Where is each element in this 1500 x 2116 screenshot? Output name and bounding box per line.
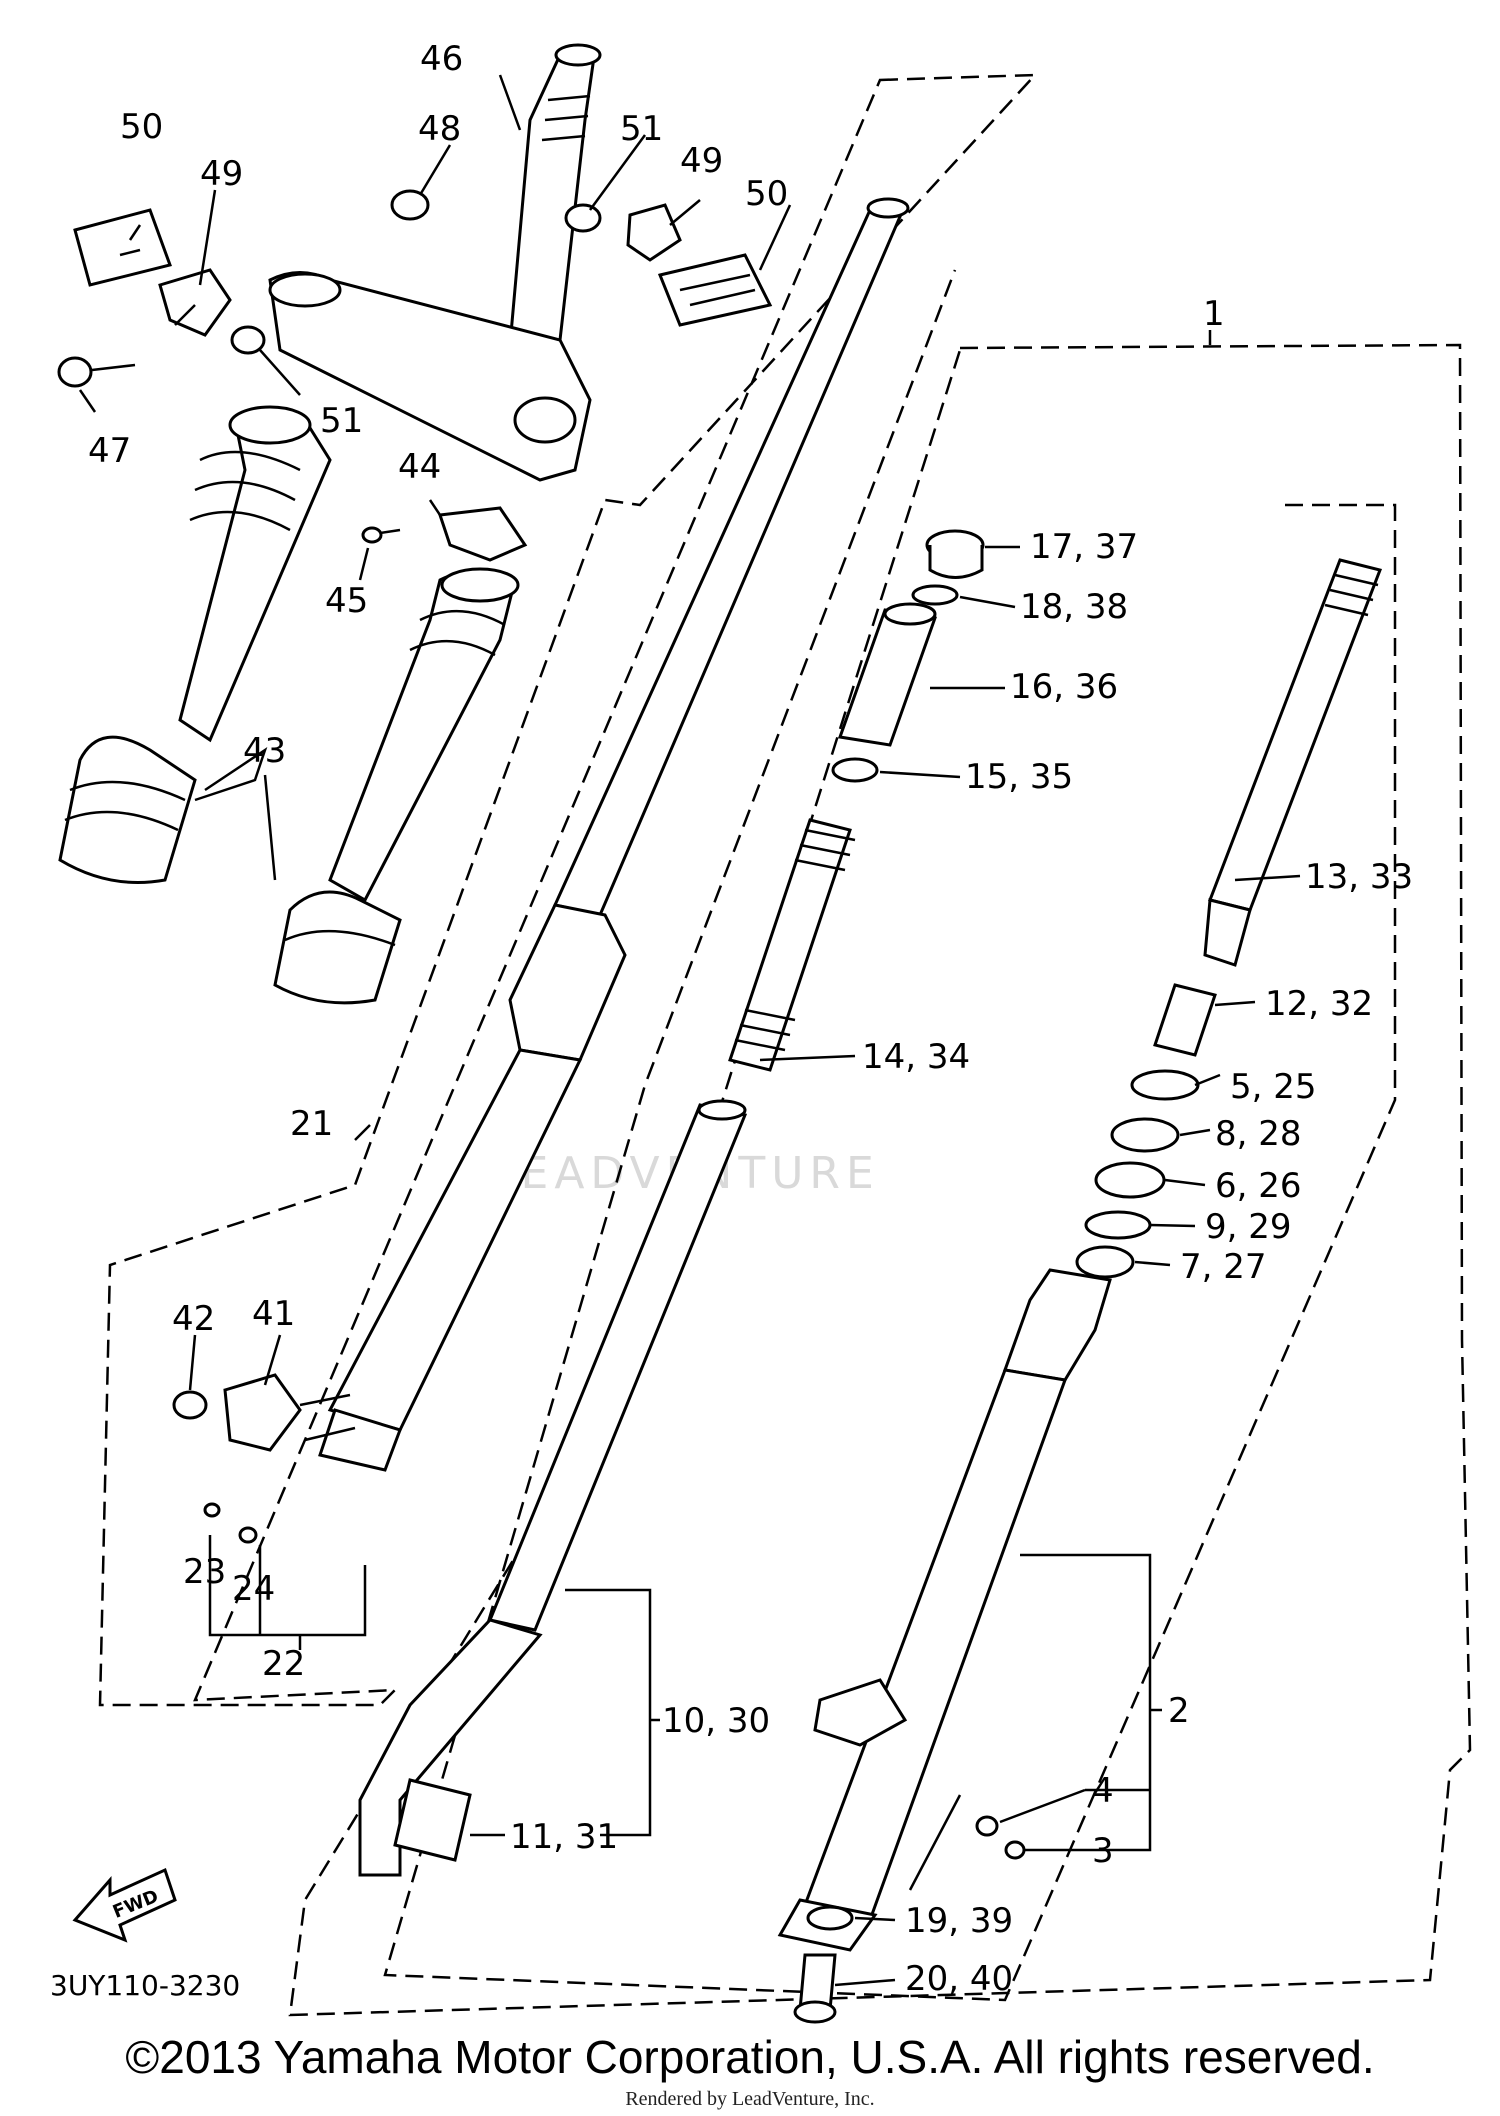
- assembly-boundary-21: [98, 73, 1038, 1707]
- callout-7-27: 7, 27: [1180, 1247, 1267, 1287]
- callout-47: 47: [88, 431, 131, 471]
- washer-19[interactable]: [806, 1905, 854, 1931]
- bushing-7[interactable]: [1075, 1245, 1135, 1279]
- callout-16-36: 16, 36: [1010, 667, 1118, 707]
- nut-51-top[interactable]: [564, 203, 602, 233]
- copyright-notice: ©2013 Yamaha Motor Corporation, U.S.A. A…: [125, 2031, 1375, 2083]
- washer-9[interactable]: [1084, 1210, 1152, 1240]
- dust-seal-5[interactable]: [1130, 1069, 1200, 1101]
- callout-23: 23: [183, 1552, 226, 1592]
- callout-41: 41: [252, 1294, 295, 1334]
- o-ring-18[interactable]: [911, 584, 959, 606]
- callout-51-left: 51: [320, 401, 363, 441]
- washer-24[interactable]: [238, 1526, 258, 1544]
- callout-51-top: 51: [620, 109, 663, 149]
- reflector-50-right[interactable]: [657, 253, 773, 327]
- callout-3: 3: [1092, 1831, 1114, 1871]
- callout-6-26: 6, 26: [1215, 1166, 1302, 1206]
- outer-tube-11[interactable]: [358, 1618, 543, 1877]
- callout-17-37: 17, 37: [1030, 527, 1138, 567]
- callout-5-25: 5, 25: [1230, 1067, 1317, 1107]
- callout-20-40: 20, 40: [905, 1959, 1013, 1999]
- cable-guide-44[interactable]: [437, 506, 528, 562]
- cap-bolt-17[interactable]: [925, 529, 985, 579]
- callout-8-28: 8, 28: [1215, 1114, 1302, 1154]
- callout-15-35: 15, 35: [965, 757, 1073, 797]
- screw-3[interactable]: [1004, 1840, 1026, 1860]
- callout-49-right: 49: [680, 141, 723, 181]
- assembly-boundary-1: [288, 343, 1472, 2017]
- callout-49-left: 49: [200, 154, 243, 194]
- callout-19-39: 19, 39: [905, 1901, 1013, 1941]
- forward-arrow: FWD: [72, 1867, 177, 1943]
- washer-15[interactable]: [831, 757, 879, 783]
- callout-14-34: 14, 34: [862, 1037, 970, 1077]
- callout-42: 42: [172, 1299, 215, 1339]
- callout-4: 4: [1092, 1771, 1114, 1811]
- assembly-boundary-inner-tube: [383, 269, 1397, 2002]
- leader-lines: [78, 74, 1301, 1987]
- callout-50-right: 50: [745, 174, 788, 214]
- inner-tube-10[interactable]: [487, 1099, 748, 1632]
- fork-boot-left[interactable]: [58, 405, 332, 884]
- outer-tube-right[interactable]: [777, 1268, 1112, 1952]
- fork-boot-right[interactable]: [273, 567, 520, 1005]
- spacer-16[interactable]: [837, 602, 938, 747]
- callout-labels: 46 48 51 49 50 50 49 47 51 44 45 43 21 4…: [50, 39, 1413, 2002]
- callout-45: 45: [325, 581, 368, 621]
- fork-spring-14[interactable]: [728, 818, 856, 1072]
- bolt-20[interactable]: [793, 1953, 837, 2024]
- bracket-49-right[interactable]: [626, 203, 682, 262]
- rendered-by-note: Rendered by LeadVenture, Inc.: [625, 2088, 875, 2110]
- callout-1: 1: [1203, 294, 1225, 334]
- callout-18-38: 18, 38: [1020, 587, 1128, 627]
- outer-tube-left[interactable]: [318, 197, 910, 1472]
- callout-24: 24: [232, 1569, 275, 1609]
- callout-50-left: 50: [120, 107, 163, 147]
- oil-seal-6[interactable]: [1094, 1161, 1166, 1199]
- screw-23[interactable]: [203, 1502, 221, 1518]
- callout-9-29: 9, 29: [1205, 1207, 1292, 1247]
- rebound-spring-12[interactable]: [1153, 983, 1217, 1057]
- screw-45[interactable]: [361, 526, 401, 544]
- under-bracket[interactable]: [268, 43, 602, 482]
- callout-22: 22: [262, 1644, 305, 1684]
- callout-46: 46: [420, 39, 463, 79]
- cap-48[interactable]: [390, 189, 430, 221]
- nut-51-left[interactable]: [230, 325, 266, 355]
- callout-48: 48: [418, 109, 461, 149]
- callout-2: 2: [1168, 1691, 1190, 1731]
- callout-44: 44: [398, 447, 441, 487]
- diagram-code: 3UY110-3230: [50, 1969, 240, 2002]
- callout-13-33: 13, 33: [1305, 857, 1413, 897]
- bracket-49-left[interactable]: [158, 268, 232, 337]
- callout-10-30: 10, 30: [662, 1701, 770, 1741]
- callout-43: 43: [243, 731, 286, 771]
- reflector-50-left[interactable]: [73, 208, 172, 287]
- nut-42[interactable]: [172, 1390, 208, 1420]
- retainer-8[interactable]: [1110, 1117, 1180, 1153]
- callout-21: 21: [290, 1104, 333, 1144]
- washer-4[interactable]: [975, 1815, 999, 1837]
- damper-rod-13[interactable]: [1203, 558, 1383, 967]
- callout-11-31: 11, 31: [510, 1817, 618, 1857]
- bolt-47[interactable]: [57, 356, 136, 388]
- callout-12-32: 12, 32: [1265, 984, 1373, 1024]
